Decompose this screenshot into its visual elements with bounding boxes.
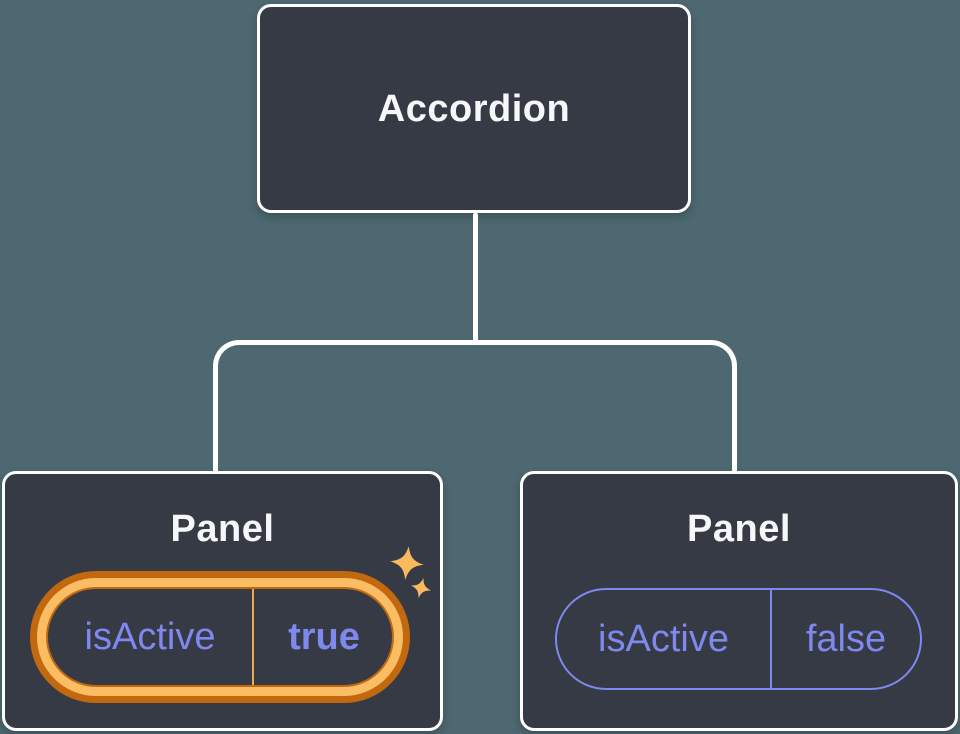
sparkle-icon-small <box>408 575 435 602</box>
component-box-panel-inactive: Panel isActive false <box>520 471 958 731</box>
state-key: isActive <box>84 615 216 658</box>
state-value: false <box>805 617 887 660</box>
connector-branch-lines <box>213 340 737 471</box>
component-box-panel-active: Panel isActive true <box>2 471 443 731</box>
connector-stem-line <box>473 213 478 342</box>
component-label: Panel <box>687 508 791 550</box>
state-pill-active: isActive true <box>46 587 394 687</box>
component-box-accordion: Accordion <box>257 4 691 213</box>
state-value: true <box>288 615 360 658</box>
state-pill-inactive: isActive false <box>555 588 922 690</box>
component-label: Accordion <box>377 87 571 130</box>
state-key: isActive <box>598 617 729 660</box>
component-label: Panel <box>170 508 275 550</box>
state-pill-divider <box>252 589 254 685</box>
state-pill-divider <box>770 590 772 688</box>
sparkle-icon-large <box>387 543 427 583</box>
